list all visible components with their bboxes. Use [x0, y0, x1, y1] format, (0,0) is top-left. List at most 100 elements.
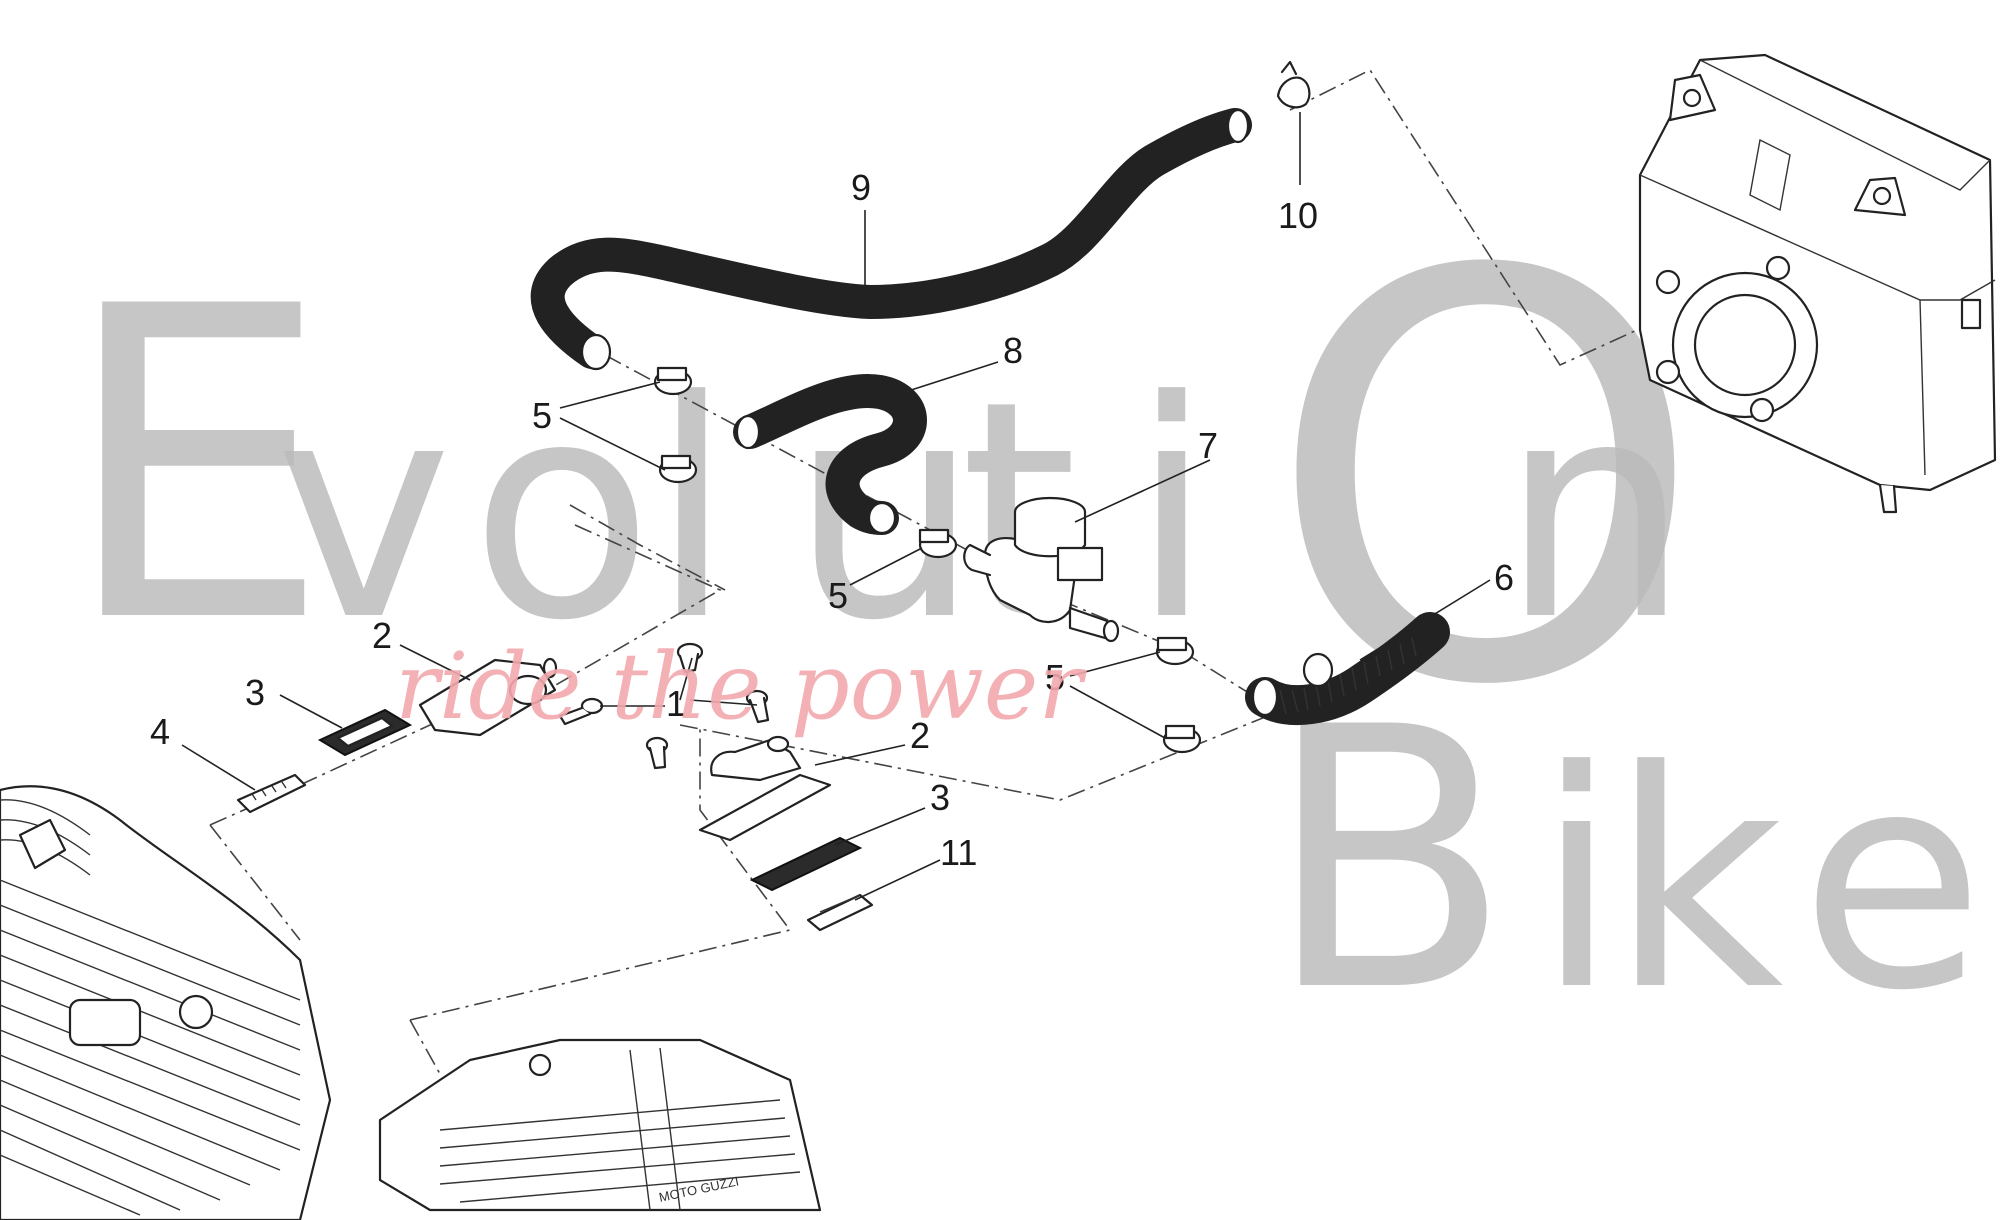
- clamp-5-b: [658, 454, 698, 484]
- clamp-5-a-ear: [656, 366, 688, 382]
- hose-6: [1245, 612, 1450, 726]
- callout-7: 7: [1198, 425, 1218, 466]
- callout-9: 9: [851, 167, 871, 208]
- leader-2a: [399, 644, 471, 681]
- leader-3b: [834, 807, 926, 846]
- hose-8-end-left: [735, 414, 761, 450]
- leader-5c-2: [1069, 685, 1166, 739]
- screws-1: [558, 642, 770, 770]
- callout-5-c: 5: [1045, 657, 1065, 698]
- plate-11: [806, 893, 874, 932]
- gasket-3-center: [749, 836, 863, 892]
- clamp-10: [1276, 60, 1311, 109]
- assembly-line-engine-left: [209, 824, 301, 941]
- reed-valve-2-left-nozzle: [542, 657, 558, 679]
- leader-lines: [181, 112, 1491, 901]
- leader-3a: [279, 694, 343, 729]
- hose-8: [733, 374, 927, 535]
- plate-4-teeth: [251, 781, 287, 801]
- leader-6: [1359, 579, 1491, 661]
- reed-valve-assembly-left: [236, 657, 558, 814]
- callout-1: 1: [666, 683, 686, 724]
- airbox-drain-nipple: [1878, 483, 1898, 514]
- screw-1-d: [645, 736, 669, 770]
- callout-2-b: 2: [910, 715, 930, 756]
- hose-6-end-right: [1302, 652, 1334, 688]
- screw-1-a: [676, 642, 704, 674]
- screw-1-d-shank: [648, 745, 667, 770]
- valve-7-connector: [1056, 546, 1104, 582]
- reed-valve-2-center-plate: [698, 773, 832, 842]
- screw-1-c-shank: [748, 696, 770, 724]
- hose-9: [530, 108, 1252, 371]
- engine-head-left: [0, 785, 332, 1220]
- wm-letter-k: k: [1610, 707, 1784, 1056]
- airbox-bolt-2: [1655, 359, 1681, 385]
- engine-head-left-fins: [0, 879, 301, 1216]
- clamp-5-d-ear: [1156, 636, 1188, 652]
- leader-5a-2: [559, 417, 666, 471]
- airbox-bolt-1: [1655, 269, 1681, 295]
- screw-1-c: [745, 689, 770, 724]
- clamp-5-a: [653, 366, 693, 396]
- airbox-bolt-3: [1765, 255, 1791, 281]
- leader-5a-1: [559, 381, 661, 409]
- engine-head-center-fins: [439, 1099, 801, 1203]
- callout-11: 11: [940, 832, 977, 873]
- wm-letter-v: v: [275, 337, 453, 686]
- airbox-mount-hole-right: [1872, 186, 1892, 206]
- assembly-line-mid: [569, 504, 726, 591]
- airbox-rib: [1749, 138, 1791, 212]
- airbox-front-face: [1639, 174, 1996, 476]
- hose-9-end-left: [580, 333, 612, 371]
- leader-8: [904, 361, 999, 393]
- airbox-part: [1638, 53, 1997, 514]
- gasket-3-left-inner: [336, 716, 394, 748]
- wm-letter-E: E: [60, 217, 332, 717]
- airbox-throttle-inner: [1693, 293, 1797, 397]
- hose-9-fill: [533, 110, 1250, 367]
- reed-valve-2-left-port: [508, 674, 548, 706]
- reed-valve-2-center-nozzle: [766, 735, 790, 753]
- wm-letter-l: l: [650, 337, 733, 686]
- clamps-5: [653, 366, 1202, 754]
- assembly-line-frame: [529, 524, 722, 701]
- clamp-5-e: [1162, 724, 1202, 754]
- airbox-bolt-4: [1749, 397, 1775, 423]
- engine-head-center-body: [378, 1038, 822, 1212]
- engine-head-left-boss: [18, 818, 67, 870]
- engine-head-left-plug: [178, 994, 214, 1030]
- callouts: 9 10 8 5 7 5 6 2 3 1 5 4 2 3 11: [150, 167, 1514, 873]
- wm-letter-o: o: [470, 337, 654, 686]
- callout-5-b: 5: [828, 575, 848, 616]
- callout-5-a: 5: [532, 395, 552, 436]
- engine-head-left-body: [0, 785, 332, 1220]
- leader-4: [181, 744, 256, 791]
- callout-6: 6: [1494, 557, 1514, 598]
- hose-6-fill: [1248, 615, 1447, 723]
- watermark-tagline: ride the power: [395, 633, 1087, 740]
- valve-7-dome: [1013, 510, 1087, 558]
- assembly-line-airbox: [1289, 68, 1671, 367]
- clamp-5-c: [918, 528, 958, 559]
- screw-1-b: [558, 697, 604, 726]
- assembly-line-engine-bottom: [409, 725, 792, 1021]
- hose-9-end-right: [1226, 108, 1250, 144]
- engine-head-center: MOTO GUZZI: [378, 1038, 822, 1212]
- reed-valve-assembly-center: [698, 735, 874, 932]
- screw-1-b-shank: [558, 706, 592, 726]
- airbox-lid-edge: [1699, 59, 1991, 191]
- airbox-mount-hole: [1682, 88, 1702, 108]
- callout-3-b: 3: [930, 777, 950, 818]
- clamp-5-e-ear: [1164, 724, 1196, 740]
- hose-6-end-left: [1251, 677, 1279, 717]
- hose-6-corrugation: [1279, 637, 1417, 715]
- clamp-5-c-ear: [918, 528, 950, 544]
- callout-4: 4: [150, 711, 170, 752]
- valve-7: [963, 496, 1120, 643]
- plate-4: [236, 773, 307, 814]
- hose-8-fill: [735, 376, 925, 533]
- clamp-5-b-ear: [660, 454, 692, 470]
- wm-letter-e: e: [1800, 707, 1985, 1056]
